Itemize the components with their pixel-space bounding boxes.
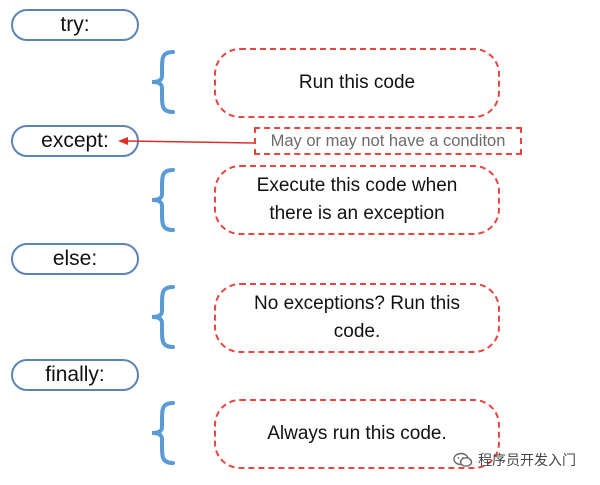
else-code-box: No exceptions? Run this code. bbox=[214, 283, 500, 353]
wechat-icon bbox=[453, 452, 473, 467]
condition-note: May or may not have a conditon bbox=[254, 127, 522, 155]
try-keyword: try: bbox=[11, 9, 139, 41]
watermark: 程序员开发入门 bbox=[453, 449, 576, 471]
brace-icon bbox=[147, 166, 177, 234]
except-keyword: except: bbox=[11, 125, 139, 157]
brace-icon bbox=[147, 48, 177, 116]
watermark-text: 程序员开发入门 bbox=[478, 453, 576, 469]
else-keyword: else: bbox=[11, 243, 139, 275]
brace-icon bbox=[147, 399, 177, 467]
arrow-icon bbox=[118, 137, 255, 145]
except-code-box: Execute this code when there is an excep… bbox=[214, 165, 500, 235]
finally-keyword: finally: bbox=[11, 359, 139, 391]
brace-icon bbox=[147, 283, 177, 351]
try-code-box: Run this code bbox=[214, 48, 500, 118]
finally-code-box: Always run this code. bbox=[214, 399, 500, 469]
